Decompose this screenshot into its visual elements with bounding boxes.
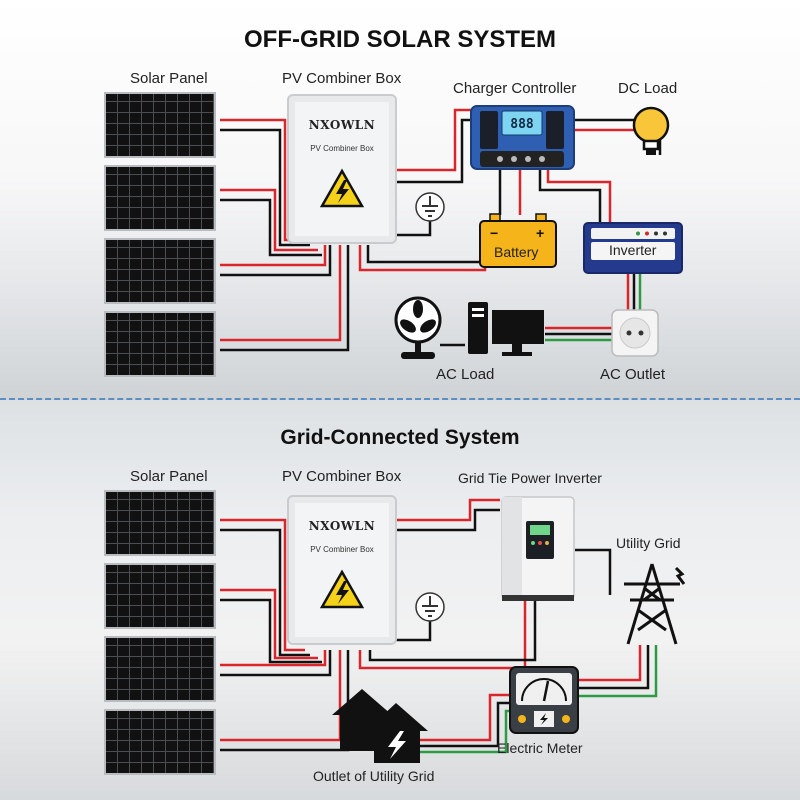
battery-icon: − + — [479, 213, 557, 268]
solar-panel-2 — [104, 563, 216, 629]
utility-grid-tower-icon — [624, 563, 686, 645]
svg-text:+: + — [536, 225, 544, 241]
label-combiner-box: PV Combiner Box — [282, 70, 402, 87]
computer-icon — [468, 302, 544, 356]
solar-panel-3 — [104, 238, 216, 304]
label-utility-grid: Utility Grid — [616, 535, 681, 551]
grid-title: Grid-Connected System — [280, 426, 520, 449]
inverter-icon — [583, 222, 683, 274]
label-ac-load: AC Load — [436, 366, 495, 383]
ac-outlet-icon — [611, 309, 659, 357]
high-voltage-warning-icon — [320, 569, 364, 609]
electric-meter-icon — [509, 666, 579, 734]
combiner-brand: NXOWLN — [308, 118, 376, 132]
label-outlet-utility-grid: Outlet of Utility Grid — [313, 768, 435, 784]
ground-icon — [415, 192, 445, 222]
offgrid-title: OFF-GRID SOLAR SYSTEM — [244, 26, 556, 53]
label-dc-load: DC Load — [618, 80, 678, 97]
solar-panel-1 — [104, 92, 216, 158]
high-voltage-warning-icon — [320, 168, 364, 208]
house-icon — [332, 689, 428, 763]
fan-icon — [394, 296, 442, 359]
combiner-brand: NXOWLN — [308, 519, 376, 533]
combiner-text: PV Combiner Box — [310, 545, 374, 554]
ground-icon — [415, 592, 445, 622]
solar-panel-4 — [104, 311, 216, 377]
label-solar-panel: Solar Panel — [130, 70, 208, 87]
label-solar-panel: Solar Panel — [130, 468, 208, 485]
section-divider — [0, 398, 800, 401]
solar-panel-1 — [104, 490, 216, 556]
pv-combiner-box: NXOWLN PV Combiner Box — [287, 94, 397, 244]
solar-panel-3 — [104, 636, 216, 702]
offgrid-section: OFF-GRID SOLAR SYSTEM Solar Panel PV Com… — [0, 0, 800, 400]
inverter-label: Inverter — [609, 242, 657, 258]
solar-panel-2 — [104, 165, 216, 231]
battery-label: Battery — [494, 244, 539, 260]
label-charger-controller: Charger Controller — [453, 80, 577, 97]
label-ac-outlet: AC Outlet — [600, 366, 666, 383]
charger-display-text: 888 — [510, 117, 534, 132]
charger-controller-icon: 888 — [470, 105, 575, 170]
svg-text:−: − — [490, 225, 498, 241]
solar-panel-4 — [104, 709, 216, 775]
label-combiner-box: PV Combiner Box — [282, 468, 402, 485]
pv-combiner-box: NXOWLN PV Combiner Box — [287, 495, 397, 645]
grid-tie-inverter-icon — [501, 496, 575, 601]
combiner-text: PV Combiner Box — [310, 144, 374, 153]
label-grid-tie-inverter: Grid Tie Power Inverter — [458, 470, 602, 486]
grid-section: Grid-Connected System Solar Panel PV Com… — [0, 400, 800, 800]
label-electric-meter: Electric Meter — [497, 740, 583, 756]
light-bulb-icon — [632, 106, 670, 155]
